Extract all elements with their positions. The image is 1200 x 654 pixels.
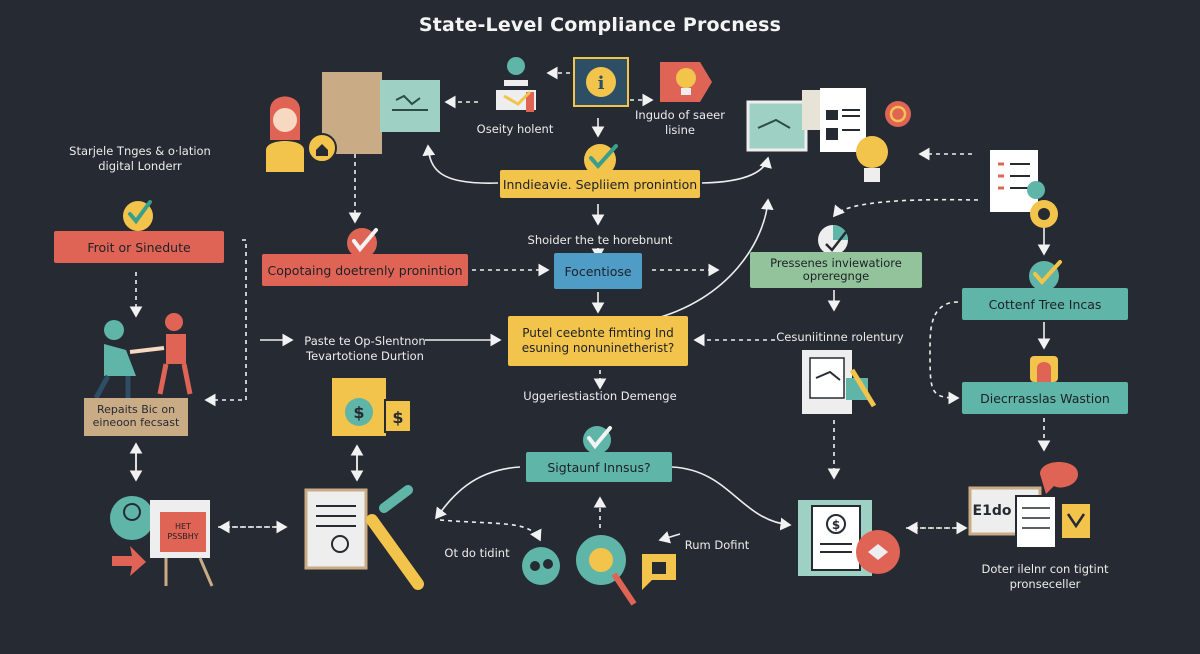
lightbulb-tag-icon [660, 62, 712, 102]
arrow-right-loop [929, 301, 960, 405]
scroll-pen-icon [304, 485, 424, 590]
dollar-document-icon: $ [798, 500, 900, 576]
label-eldo: E1do [972, 503, 1012, 519]
pie-chart-icon [818, 225, 848, 255]
svg-text:$: $ [832, 518, 840, 532]
svg-text:$: $ [353, 403, 364, 422]
people-group-icon [496, 57, 536, 112]
arrow-curve-mid-right [649, 198, 774, 321]
box-right-teal-2: Diecrrasslas Wastion [962, 382, 1128, 414]
box-center-top: Inndieavie. Sepliiem pronintion [500, 170, 700, 198]
arrow-bottom-curve-right [671, 466, 792, 531]
box-right-teal-1: Cottenf Tree Incas [962, 288, 1128, 320]
box-center: Focentiose [554, 253, 642, 289]
label-oseity: Oseity holent [476, 122, 554, 136]
label-repaits: Repaits Bic on eineoon fecsast [92, 403, 180, 429]
arrow-curve-right [701, 156, 772, 184]
arrow-bottom-curve-left [435, 466, 521, 520]
label-doter: Doter ilelnr con tigtint pronseceller [981, 562, 1109, 591]
clock-badge-icon [885, 101, 911, 127]
checklist-gear-icon [990, 150, 1058, 228]
chart-document-icon [746, 88, 866, 152]
person-avatar-icon [266, 96, 337, 172]
arrow-right-curve [832, 198, 979, 218]
page-title: State-Level Compliance Procness [418, 14, 782, 36]
box-center-yellow: Putel ceebnte fimting Ind esuning nonuni… [508, 316, 688, 366]
money-bag-icon: $ $ [332, 378, 412, 436]
document-check-icon [322, 72, 440, 154]
label-paste: Paste te Op-Slentnon Tevartotione Durtio… [304, 334, 426, 363]
label-cesu: Cesuniitinne rolentury [776, 330, 904, 344]
check-icon [584, 144, 618, 176]
team-presentation-icon [110, 496, 214, 587]
box-bottom-center: Sigtaunf Innsus? [526, 452, 672, 482]
stand-sign-text: HET PSSBHY [167, 522, 199, 541]
search-icon [576, 535, 637, 606]
repaits-sign-background [84, 398, 188, 436]
info-icon: i [573, 57, 629, 107]
label-rum: Rum Dofint [684, 538, 750, 552]
box-mid-left: Copotaing doetrenly pronintion [262, 254, 468, 286]
arrow-curve-left [422, 144, 499, 184]
label-shoider: Shoider the te horebnunt [527, 233, 673, 247]
document-pen-icon [802, 350, 877, 414]
svg-text:$: $ [392, 408, 403, 427]
svg-text:i: i [598, 73, 605, 94]
check-icon [1029, 260, 1062, 291]
box-left: Froit or Sinedute [54, 231, 224, 263]
desk-documents-icon [968, 462, 1090, 549]
arrow-left-loop [204, 239, 247, 407]
box-right-green: Pressenes inviewatiore opreregnge [750, 252, 922, 288]
check-icon [347, 228, 378, 258]
people-handshake-icon [93, 313, 193, 400]
check-icon [123, 200, 153, 231]
arch-icon [1030, 356, 1058, 382]
arrow-bottom-dash [439, 519, 542, 542]
thumbs-up-icon [642, 554, 676, 590]
check-icon [583, 426, 612, 454]
label-ugger: Uggeriestiastion Demenge [523, 389, 677, 403]
label-ingudo: Ingudo of saeer lisine [635, 108, 725, 137]
label-otdo: Ot do tidint [444, 546, 510, 560]
arrow-rum [658, 531, 681, 544]
label-top-left: Starjele Tnges & o·lation digital Londer… [69, 144, 211, 173]
people-circle-icon [522, 547, 560, 585]
lightbulb-icon [856, 136, 888, 182]
